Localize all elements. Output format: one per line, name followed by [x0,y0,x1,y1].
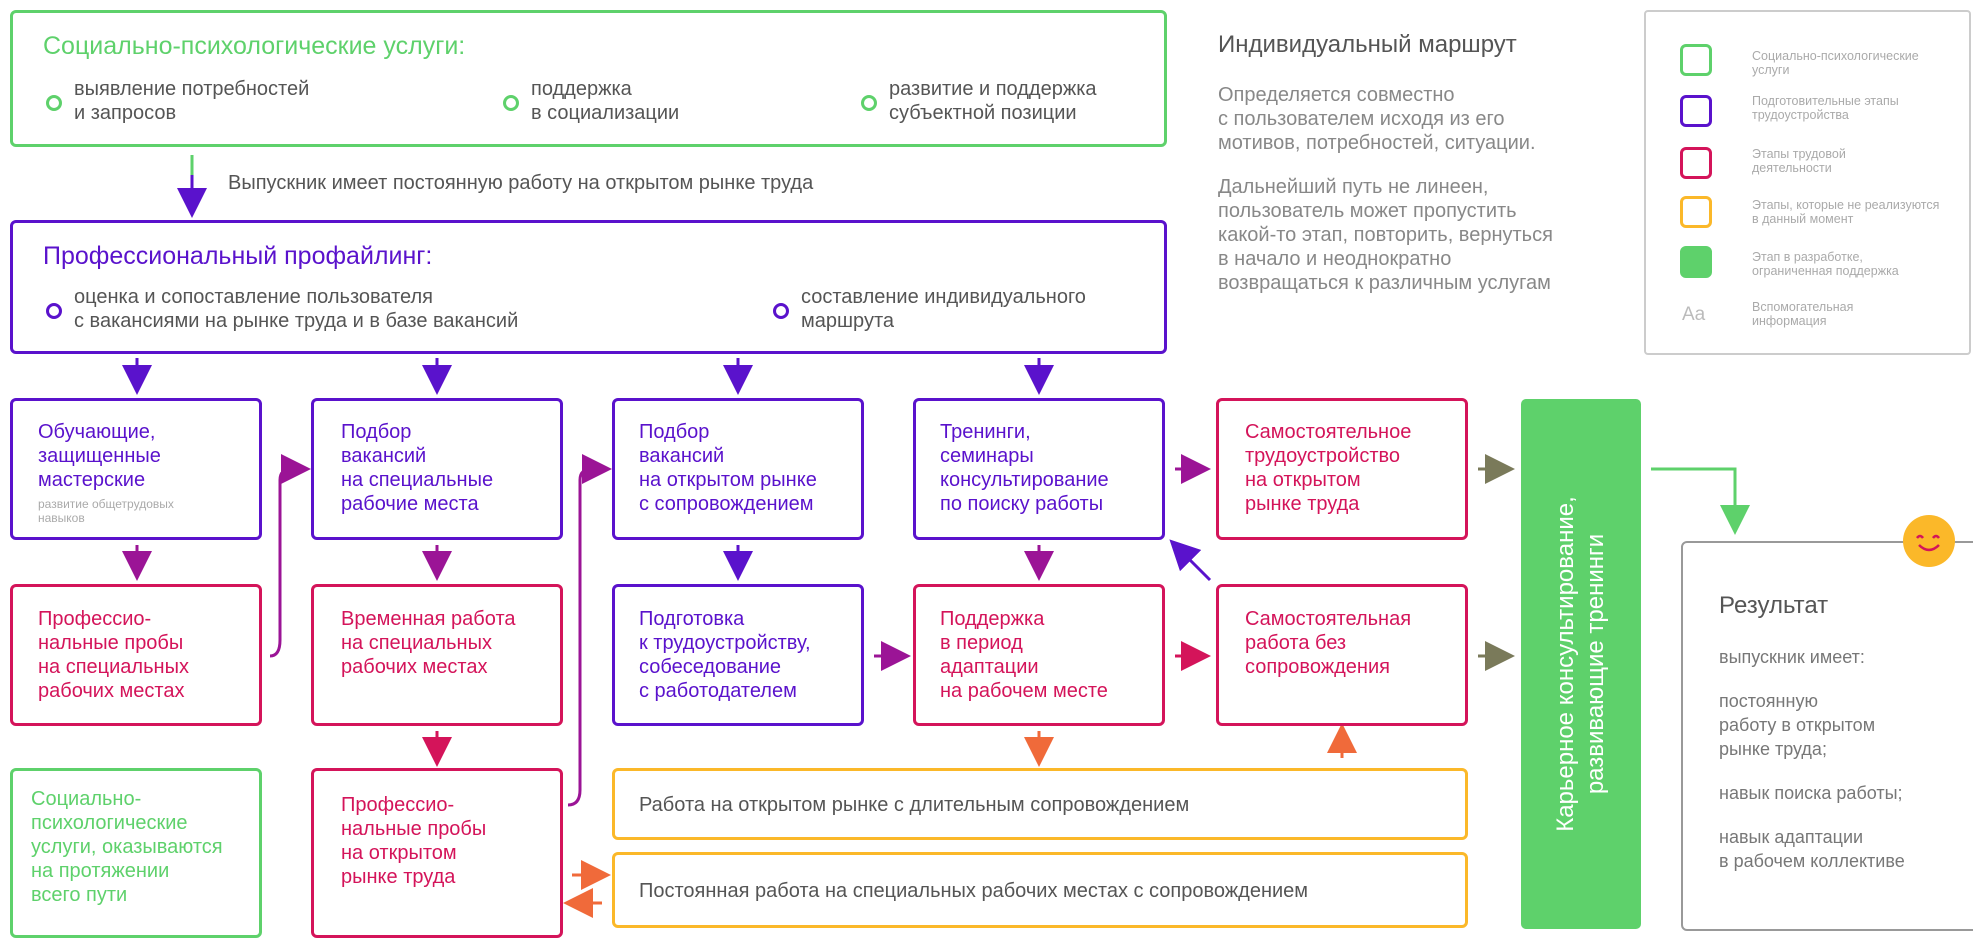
legend-label-in-development: Этап в разработке,ограниченная поддержка [1752,250,1899,278]
node-permanent-special: Постоянная работа на специальных рабочих… [612,852,1468,928]
arrow-trials-open-to-vacancy-open [567,454,612,807]
career-bar: Карьерное консультирование,развивающие т… [1521,399,1641,929]
career-bar-label: Карьерное консультирование,развивающие т… [1552,496,1609,832]
route-title: Индивидуальный маршрут [1218,31,1517,58]
legend-swatch-not-implemented [1680,196,1712,228]
profiling-box: Профессиональный профайлинг: оценка и со… [10,220,1167,354]
arrow-career-to-result [1651,467,1750,535]
result-item-2: навык поиска работы; [1719,783,1903,803]
connectors [122,155,1750,918]
graduate-note: Выпускник имеет постоянную работу на отк… [228,172,814,194]
smiley-icon [1903,515,1955,567]
bullet-icon [773,303,789,319]
social-services-box: Социально-психологические услуги: выявле… [10,10,1167,147]
node-long-support: Работа на открытом рынке с длительным со… [612,768,1468,840]
result-title: Результат [1719,592,1829,619]
legend-aa-icon: Aa [1682,304,1706,325]
bullet-icon [46,95,62,111]
legend-swatch-labor [1680,147,1712,179]
bullet-icon [503,95,519,111]
legend-swatch-social [1680,44,1712,76]
arrow-trials-to-vacancy-special [269,454,311,658]
route-paragraph-2: Дальнейший путь не линеен,пользователь м… [1218,176,1553,294]
legend-swatch-preparatory [1680,95,1712,127]
profiling-title: Профессиональный профайлинг: [43,242,433,270]
arrow-independent-to-trainings [1169,539,1212,582]
social-services-title: Социально-психологические услуги: [43,32,466,60]
bullet-icon [46,303,62,319]
bullet-icon [861,95,877,111]
result-subtitle: выпускник имеет: [1719,647,1865,667]
legend-swatch-in-development [1680,246,1712,278]
